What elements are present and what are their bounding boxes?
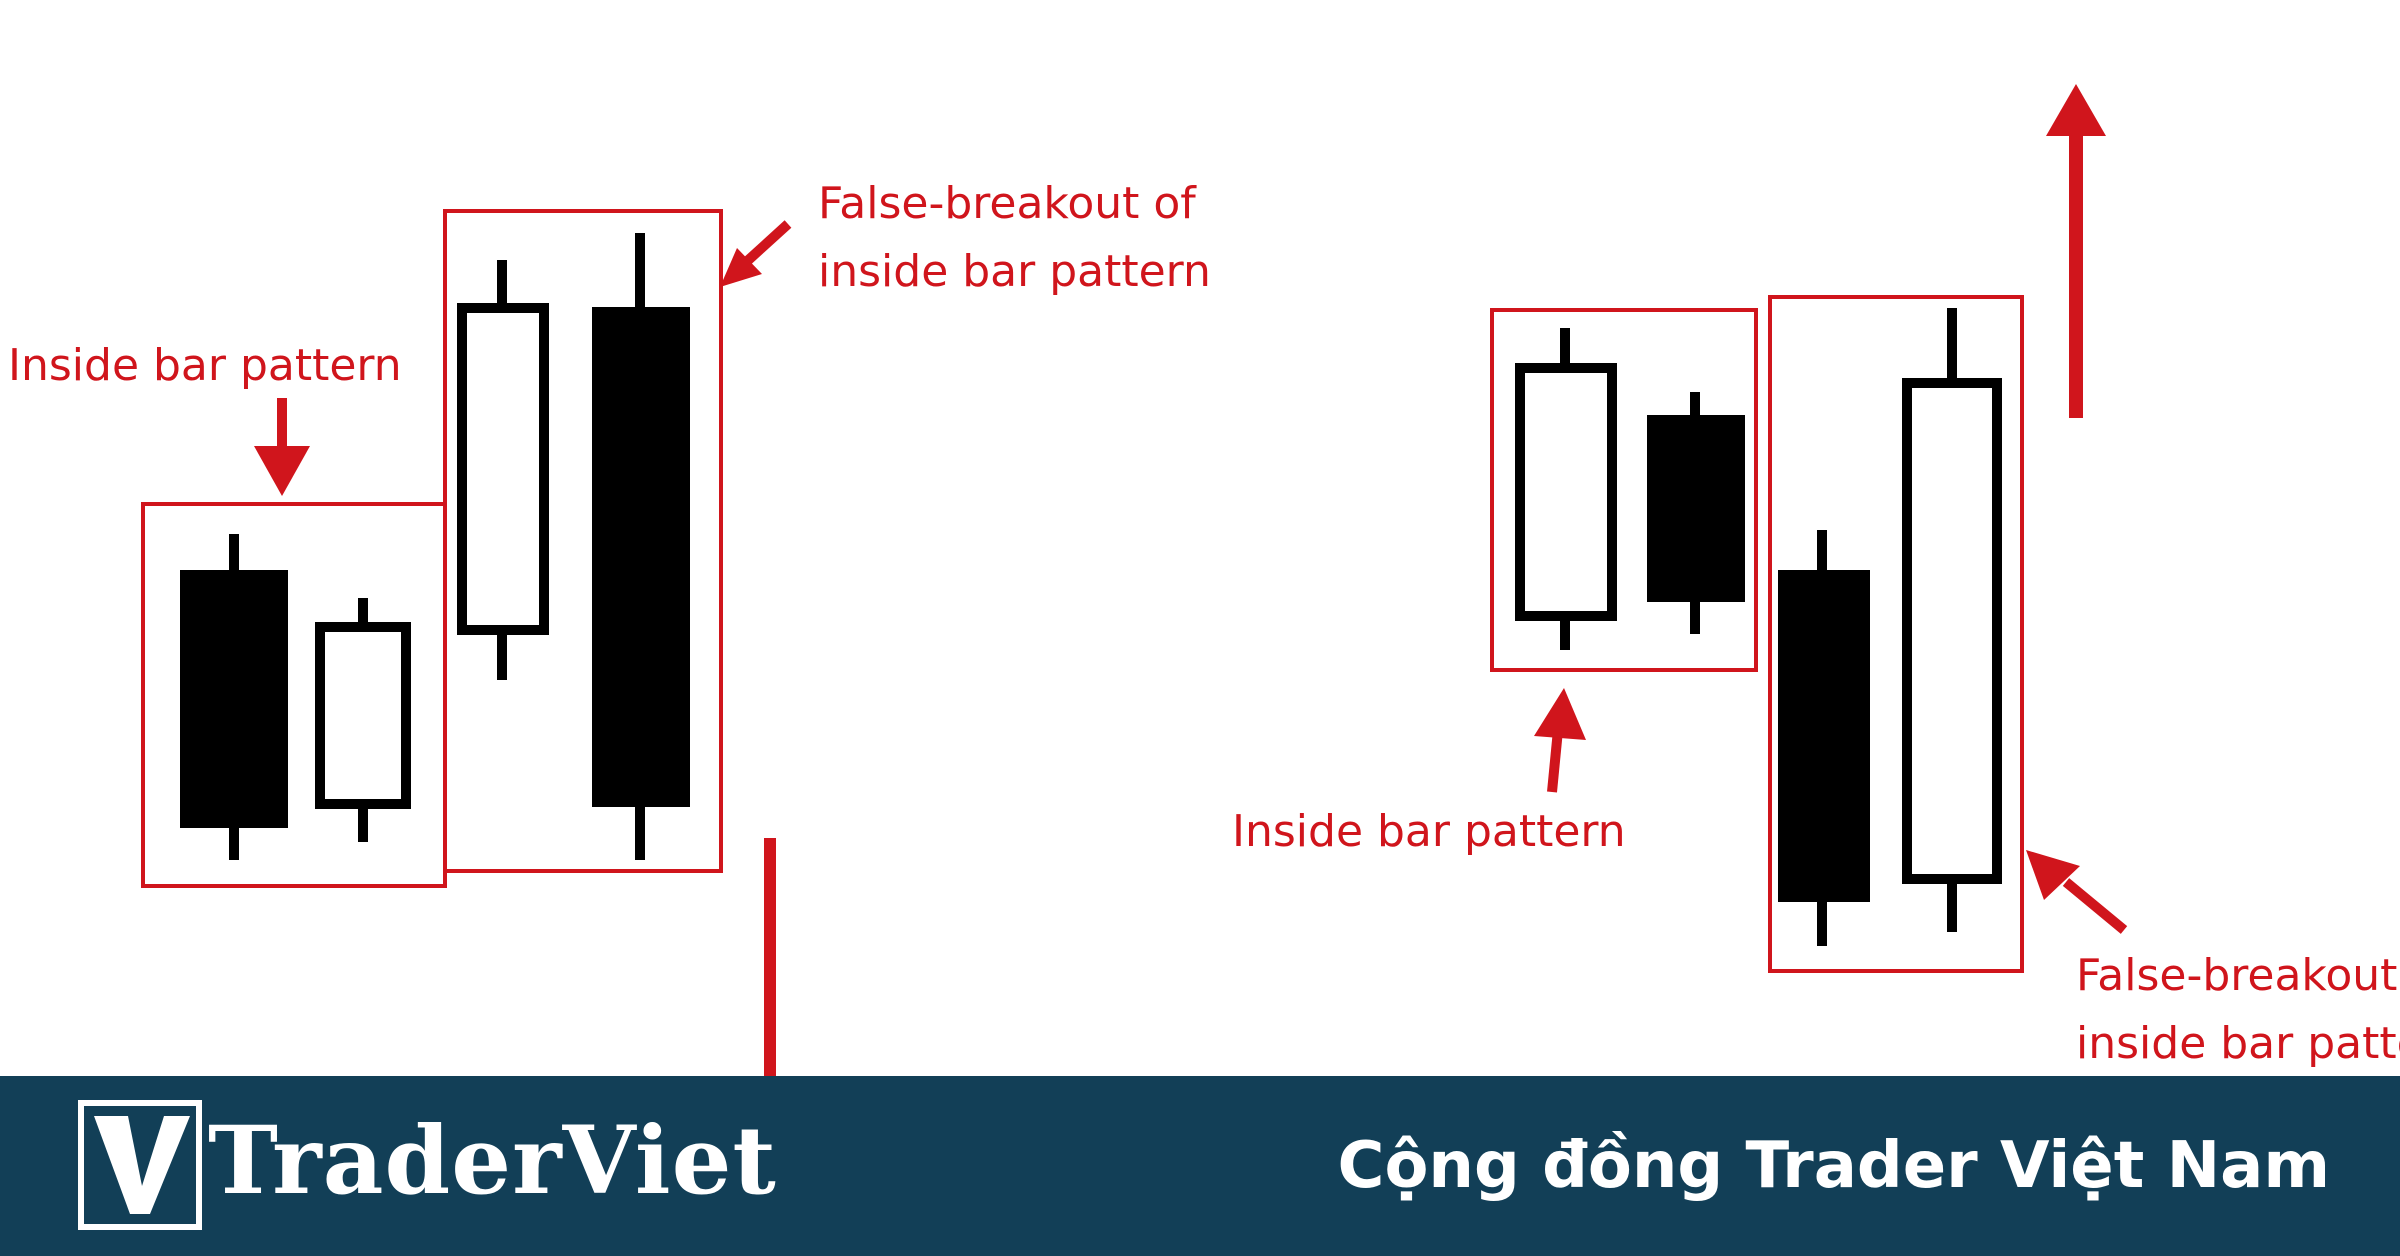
right-candle-4 (1902, 308, 2002, 932)
left-panel: Inside bar pattern False-breakout of ins… (8, 178, 1211, 1076)
left-false-breakout-label-line-2: inside bar pattern (818, 246, 1211, 297)
right-inside-bar-arrow-icon (1534, 688, 1586, 793)
right-inside-bar-label: Inside bar pattern (1232, 806, 1626, 857)
footer-tagline: Cộng đồng Trader Việt Nam (1337, 1129, 2330, 1203)
right-candle-2 (1647, 392, 1745, 634)
right-candle-1 (1515, 328, 1617, 650)
footer-banner: TraderViet Cộng đồng Trader Việt Nam (0, 1076, 2400, 1256)
right-false-breakout-label-line-1: False-breakout of (2076, 950, 2400, 1001)
brand-name: TraderViet (208, 1106, 777, 1216)
right-false-breakout-box (1768, 295, 2024, 973)
left-candle-3 (457, 260, 549, 680)
left-false-breakout-box (443, 209, 723, 873)
right-panel: Inside bar pattern False-breakout of ins… (1232, 84, 2400, 1069)
left-inside-bar-label: Inside bar pattern (8, 340, 402, 391)
traderviet-logo-icon (78, 1100, 202, 1230)
right-inside-bar-box (1490, 308, 1758, 672)
left-false-breakout-arrow-icon (720, 220, 792, 287)
right-false-breakout-label-line-2: inside bar pattern (2076, 1018, 2400, 1069)
right-candle-3 (1778, 530, 1870, 946)
left-candle-2 (315, 598, 411, 842)
left-candle-1 (180, 534, 288, 860)
right-price-move-arrow-icon (2046, 84, 2106, 418)
left-false-breakout-label-line-1: False-breakout of (818, 178, 1197, 229)
left-inside-bar-arrow-icon (254, 398, 310, 496)
candlestick-diagram: Inside bar pattern False-breakout of ins… (8, 84, 2400, 1076)
left-candle-4 (592, 233, 690, 860)
right-false-breakout-arrow-icon (2026, 850, 2128, 934)
